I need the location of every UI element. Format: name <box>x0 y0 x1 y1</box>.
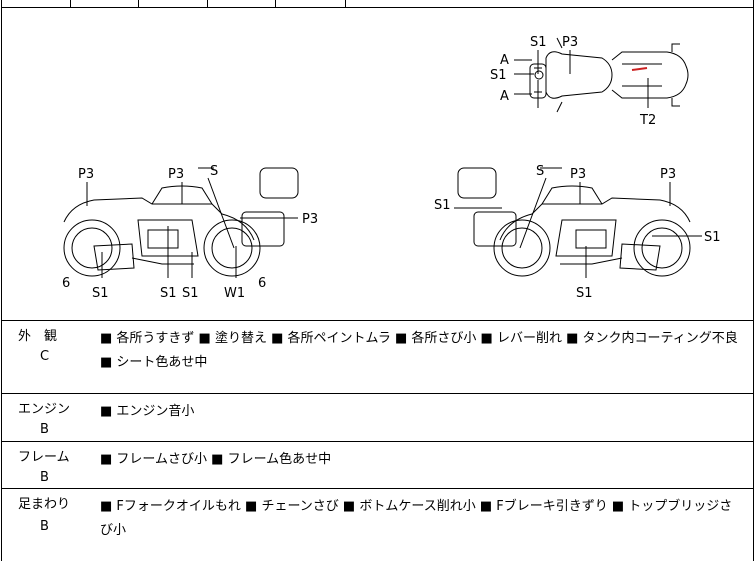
top-view-label-s1: S1 <box>530 35 547 50</box>
row-label: エンジン <box>18 402 71 417</box>
top-view-label-a: A <box>500 89 509 104</box>
row-detail: ■ エンジン音小 <box>100 404 195 419</box>
left-view-label-p3: P3 <box>168 167 184 182</box>
row-grade: B <box>40 422 49 437</box>
row-label: 足まわり <box>18 497 71 512</box>
table-cell-divider <box>70 0 71 8</box>
top-view-label-s1: S1 <box>490 68 507 83</box>
right-view-label-p3: P3 <box>660 167 676 182</box>
top-view-label-t2: T2 <box>639 113 656 128</box>
top-view-leader-lines <box>514 50 649 108</box>
row-detail: ■ 各所うすきず ■ 塗り替え ■ 各所ペイントムラ ■ 各所さび小 ■ レバー… <box>100 331 738 370</box>
left-view-label-p3: P3 <box>78 167 94 182</box>
table-cell-divider <box>275 0 276 8</box>
inspection-row-frame: フレーム B ■ フレームさび小 ■ フレーム色あせ中 <box>2 442 753 489</box>
right-view-label-s1: S1 <box>704 230 721 245</box>
row-grade: B <box>40 519 49 534</box>
table-cell-divider <box>345 0 346 8</box>
inspection-row-engine: エンジン B ■ エンジン音小 <box>2 394 753 442</box>
damage-mark-icon <box>631 67 648 71</box>
row-label: フレーム <box>18 450 70 465</box>
left-view-label-s1: S1 <box>160 286 177 301</box>
right-view-label-s1: S1 <box>434 198 451 213</box>
row-label: 外 観 <box>18 329 58 344</box>
damage-diagram: S1 P3 A S1 A T2 <box>2 8 753 321</box>
inspection-row-exterior: 外 観 C ■ 各所うすきず ■ 塗り替え ■ 各所ペイントムラ ■ 各所さび小… <box>2 321 753 394</box>
left-view-label-s: S <box>210 164 218 179</box>
left-view-label-p3: P3 <box>302 212 318 227</box>
row-detail: ■ フレームさび小 ■ フレーム色あせ中 <box>100 452 332 467</box>
table-cell-divider <box>207 0 208 8</box>
right-view-leader-lines <box>454 167 702 278</box>
table-cell-divider <box>138 0 139 8</box>
row-detail: ■ Fフォークオイルもれ ■ チェーンさび ■ ボトムケース削れ小 ■ Fブレー… <box>100 499 733 538</box>
top-view-label-a: A <box>500 53 509 68</box>
row-grade: B <box>40 470 49 485</box>
inspection-row-suspension: 足まわり B ■ Fフォークオイルもれ ■ チェーンさび ■ ボトムケース削れ小… <box>2 489 753 561</box>
motorcycle-diagram-svg: S1 P3 A S1 A T2 <box>62 35 721 301</box>
row-grade: C <box>40 349 50 364</box>
left-view-label-s1: S1 <box>92 286 109 301</box>
top-view-label-p3: P3 <box>562 35 578 50</box>
right-view-label-s1: S1 <box>576 286 593 301</box>
right-view-label-p3: P3 <box>570 167 586 182</box>
left-view-label-w1: W1 <box>224 286 245 301</box>
table-top-strip <box>2 0 753 8</box>
left-view-motorcycle-icon <box>63 167 299 277</box>
top-view-motorcycle-icon <box>529 37 689 113</box>
left-view-leader-lines <box>86 167 298 278</box>
left-view-label-6: 6 <box>258 276 266 291</box>
left-view-label-6: 6 <box>62 276 70 291</box>
right-view-motorcycle-icon <box>457 167 691 277</box>
left-view-label-s1: S1 <box>182 286 199 301</box>
right-view-label-s: S <box>536 164 544 179</box>
